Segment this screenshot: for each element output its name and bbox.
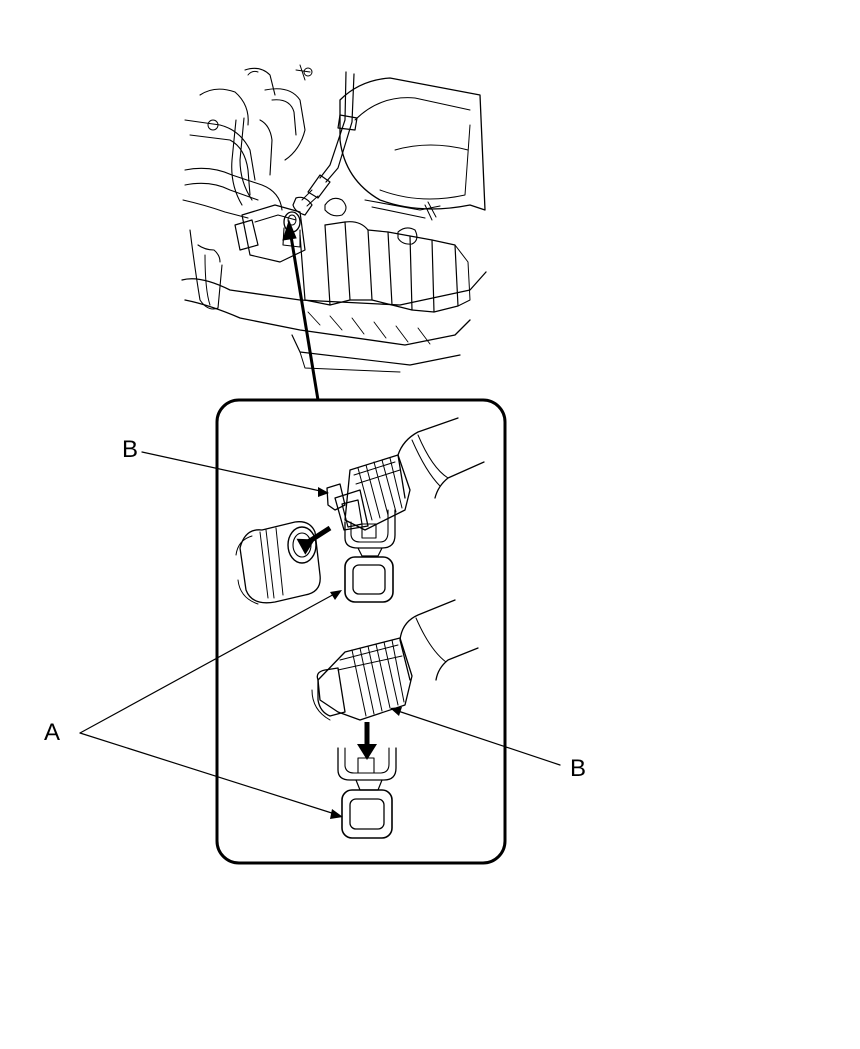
- fuel-pipe-stub: [235, 521, 321, 605]
- engine-overview-illustration: [181, 64, 487, 402]
- callout-label-b-lower: B: [570, 755, 587, 782]
- callout-label-a: A: [44, 719, 61, 746]
- retainer-clip-a-lower: [337, 747, 397, 839]
- callout-leader-lines: [79, 451, 561, 819]
- leader-arrowhead-b-lower: [390, 707, 402, 716]
- leader-b-upper: [141, 451, 326, 493]
- engine-pipes-left: [182, 64, 313, 310]
- leader-arrowhead-a-lower: [330, 809, 343, 819]
- upper-connector-assembly: [235, 417, 485, 605]
- callout-label-b-upper: B: [122, 436, 139, 463]
- detail-pointer-line: [288, 228, 320, 402]
- hose-clips: [324, 197, 441, 245]
- remove-clip-arrowhead: [357, 744, 377, 760]
- fuel-hose-top: [292, 71, 358, 216]
- retainer-clip-a-upper: [344, 509, 396, 603]
- leader-arrowhead-b-upper: [318, 487, 329, 497]
- leader-arrowhead-a-upper: [330, 590, 342, 600]
- lower-connector-assembly: [311, 599, 479, 839]
- leader-a-upper: [79, 591, 339, 734]
- heat-shield-ribs: [299, 221, 471, 345]
- detail-inset-frame: [215, 398, 507, 865]
- disconnect-arrowhead: [296, 538, 315, 555]
- detail-pointer-arrowhead: [282, 219, 297, 241]
- leader-a-lower: [79, 732, 339, 816]
- leader-b-lower: [394, 709, 561, 766]
